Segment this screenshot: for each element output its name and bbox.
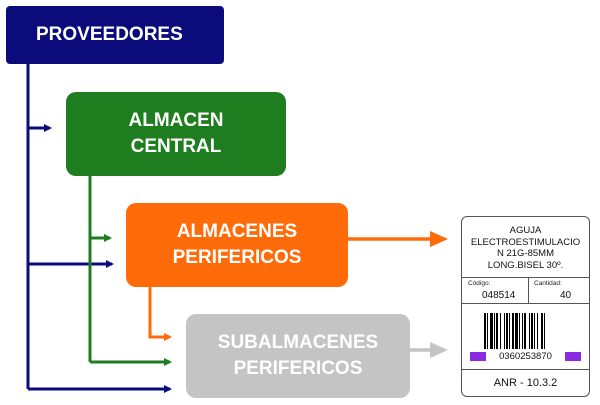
- barcode-bar: [509, 313, 510, 349]
- barcode-bar: [519, 313, 520, 349]
- divider: [528, 277, 529, 303]
- codigo-label: Código:: [468, 280, 491, 287]
- barcode-bar: [496, 313, 498, 349]
- product-label: AGUJA ELECTROESTIMULACIO N 21G-85MM LONG…: [461, 216, 590, 397]
- barcode-bar: [522, 313, 523, 349]
- barcode-bar: [534, 313, 535, 349]
- barcode-marker-right: [565, 352, 581, 361]
- barcode-bar: [524, 313, 526, 349]
- barcode-number: 0360253870: [499, 351, 552, 362]
- proveedores-connectors: [26, 64, 172, 393]
- divider: [462, 303, 589, 304]
- codigo-value: 048514: [482, 290, 516, 301]
- almacenes-perifericos-connectors: [148, 231, 448, 341]
- description-line: ELECTROESTIMULACIO: [470, 236, 581, 248]
- subalmacenes-perifericos-label-line2: PERIFERICOS: [233, 358, 363, 379]
- proveedores-box: PROVEEDORES: [6, 6, 224, 64]
- barcode-bar: [484, 313, 486, 349]
- divider: [462, 277, 589, 278]
- proveedores-label: PROVEEDORES: [36, 24, 183, 45]
- barcode-bar: [541, 313, 543, 349]
- barcode-bar: [544, 313, 545, 349]
- description-line: N 21G-85MM: [496, 248, 554, 259]
- description-line: AGUJA: [509, 225, 542, 236]
- almacen-central-connectors: [88, 176, 172, 366]
- cantidad-value: 40: [560, 290, 572, 301]
- reference-code: ANR - 10.3.2: [493, 377, 558, 389]
- barcode-bar: [500, 313, 501, 349]
- subalmacenes-perifericos-box: SUBALMACENES PERIFERICOS: [186, 314, 410, 398]
- description-line: LONG.BISEL 30º.: [487, 259, 564, 271]
- almacenes-perifericos-label-line2: PERIFERICOS: [172, 247, 302, 268]
- barcode-bar: [529, 313, 530, 349]
- almacen-central-label-line1: ALMACEN: [128, 110, 224, 131]
- almacen-central-box: ALMACEN CENTRAL: [66, 92, 286, 176]
- barcode-bar: [512, 313, 514, 349]
- barcode-bar: [487, 313, 488, 349]
- product-description: AGUJA ELECTROESTIMULACIO N 21G-85MM LONG…: [462, 225, 589, 271]
- divider: [462, 369, 589, 370]
- barcode-bar: [494, 313, 495, 349]
- subalmacenes-perifericos-label-line1: SUBALMACENES: [217, 332, 379, 353]
- barcode: [484, 313, 545, 349]
- cantidad-label: Cantidad:: [534, 280, 562, 287]
- barcode-bar: [490, 313, 493, 349]
- almacen-central-label-line2: CENTRAL: [130, 136, 222, 157]
- barcode-bar: [504, 313, 505, 349]
- barcode-bar: [537, 313, 538, 349]
- barcode-bar: [515, 313, 518, 349]
- barcode-bar: [506, 313, 508, 349]
- almacenes-perifericos-box: ALMACENES PERIFERICOS: [126, 203, 348, 287]
- barcode-bar: [531, 313, 533, 349]
- barcode-number-row: 0360253870: [470, 351, 581, 362]
- barcode-marker-left: [470, 352, 486, 361]
- almacenes-perifericos-label-line1: ALMACENES: [176, 221, 298, 242]
